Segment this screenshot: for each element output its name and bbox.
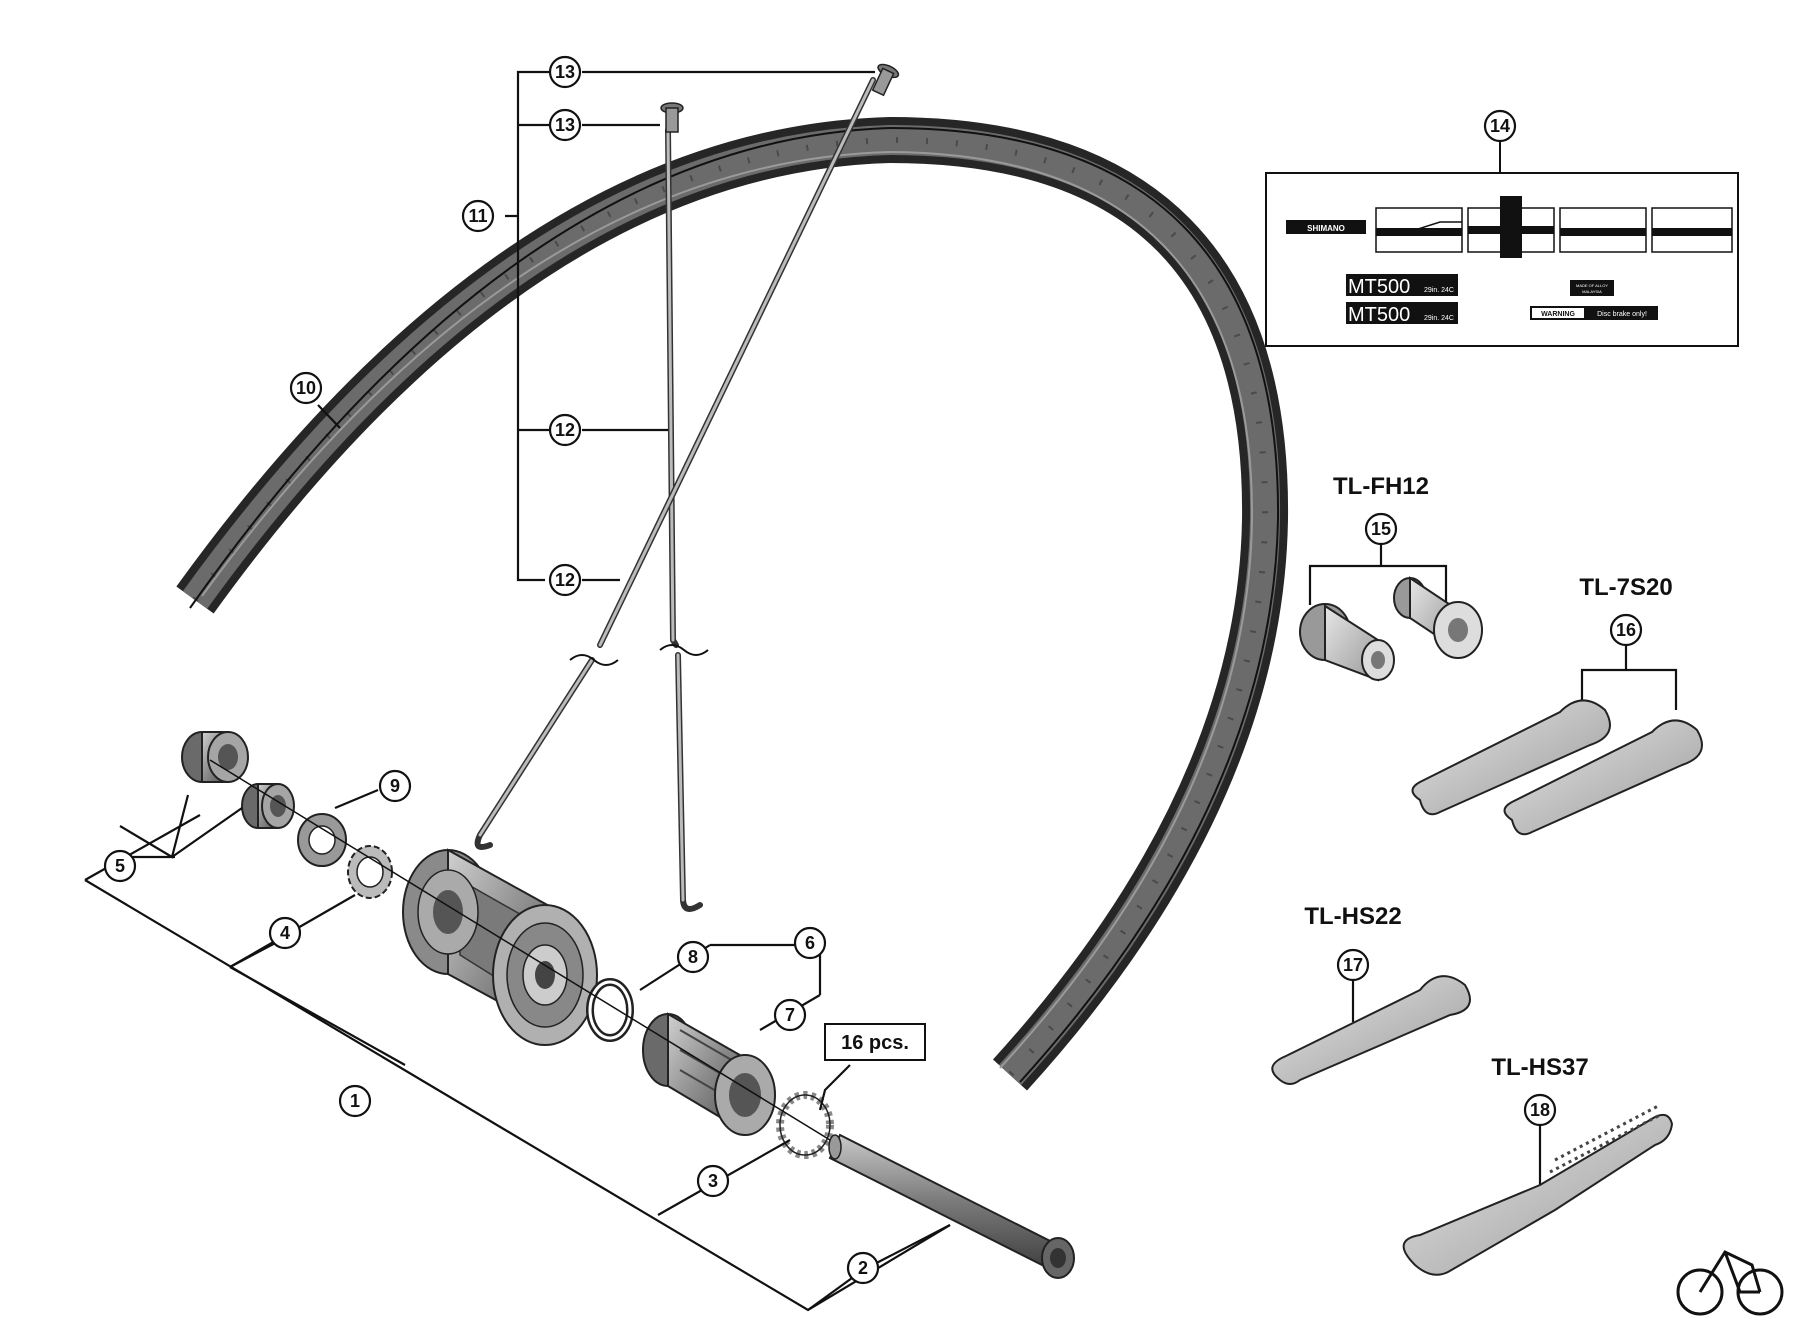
svg-text:7: 7 bbox=[785, 1005, 795, 1025]
svg-text:12: 12 bbox=[555, 420, 575, 440]
lock-ring bbox=[347, 845, 393, 899]
svg-text:29in. 24C: 29in. 24C bbox=[1424, 287, 1454, 294]
bicycle-logo bbox=[1676, 1250, 1784, 1316]
svg-text:16 pcs.: 16 pcs. bbox=[841, 1032, 909, 1054]
svg-text:9: 9 bbox=[390, 776, 400, 796]
callout-2: 2 bbox=[846, 1251, 880, 1285]
nipples bbox=[660, 63, 900, 133]
tool-tl-fh12: TL-FH12 15 bbox=[1299, 473, 1483, 682]
svg-text:17: 17 bbox=[1343, 955, 1363, 975]
callout-17: 17 bbox=[1336, 948, 1370, 982]
callout-12-bottom: 12 bbox=[548, 563, 582, 597]
spokes bbox=[474, 77, 876, 912]
callout-5: 5 bbox=[103, 849, 137, 883]
callout-18: 18 bbox=[1523, 1093, 1557, 1127]
svg-text:13: 13 bbox=[555, 62, 575, 82]
svg-text:15: 15 bbox=[1371, 519, 1391, 539]
svg-text:12: 12 bbox=[555, 570, 575, 590]
svg-text:MT500: MT500 bbox=[1348, 304, 1410, 326]
tool-fh12-right bbox=[1393, 576, 1483, 659]
callout-8: 8 bbox=[676, 940, 710, 974]
svg-text:TL-FH12: TL-FH12 bbox=[1333, 473, 1429, 500]
callout-15: 15 bbox=[1364, 512, 1398, 546]
svg-text:Disc brake only!: Disc brake only! bbox=[1597, 311, 1647, 318]
callout-10: 10 bbox=[289, 371, 323, 405]
leader-lines bbox=[84, 70, 951, 1312]
spacer-ring bbox=[297, 813, 347, 867]
svg-text:18: 18 bbox=[1530, 1100, 1550, 1120]
tool-fh12-left bbox=[1299, 603, 1395, 682]
svg-text:WARNING: WARNING bbox=[1541, 311, 1575, 318]
callout-7: 7 bbox=[773, 998, 807, 1032]
svg-text:10: 10 bbox=[296, 378, 316, 398]
callout-4: 4 bbox=[268, 916, 302, 950]
svg-text:8: 8 bbox=[688, 947, 698, 967]
cone-wrench-2 bbox=[1503, 719, 1703, 836]
svg-text:MALAYSIA: MALAYSIA bbox=[1582, 289, 1602, 294]
svg-text:1: 1 bbox=[350, 1091, 360, 1111]
hub-parts bbox=[181, 731, 1075, 1279]
callout-1: 1 bbox=[338, 1084, 372, 1118]
tool-tl-hs37: TL-HS37 18 bbox=[1402, 1054, 1674, 1276]
rim bbox=[176, 116, 1289, 1091]
svg-text:4: 4 bbox=[280, 923, 290, 943]
ball-bearings bbox=[776, 1091, 834, 1159]
callout-3: 3 bbox=[696, 1164, 730, 1198]
svg-text:TL-HS37: TL-HS37 bbox=[1491, 1054, 1588, 1081]
callout-16: 16 bbox=[1609, 613, 1643, 647]
decal-set: 14 SHIMANO MT500 29in. 24C MT500 29in. 2… bbox=[1265, 109, 1739, 347]
tool-tl-hs22: TL-HS22 17 bbox=[1271, 903, 1471, 1085]
hub-body bbox=[402, 848, 598, 1046]
callout-9: 9 bbox=[378, 769, 412, 803]
svg-text:TL-HS22: TL-HS22 bbox=[1304, 903, 1401, 930]
callout-13-bottom: 13 bbox=[548, 108, 582, 142]
svg-text:TL-7S20: TL-7S20 bbox=[1579, 574, 1672, 601]
callout-12-top: 12 bbox=[548, 413, 582, 447]
svg-text:29in. 24C: 29in. 24C bbox=[1424, 315, 1454, 322]
callout-13-top: 13 bbox=[548, 55, 582, 89]
o-ring bbox=[586, 978, 634, 1042]
axle bbox=[828, 1133, 1075, 1279]
callout-14: 14 bbox=[1483, 109, 1517, 143]
quantity-label: 16 pcs. bbox=[824, 1023, 926, 1061]
svg-text:16: 16 bbox=[1616, 620, 1636, 640]
cone-wrench-1 bbox=[1411, 699, 1611, 816]
callout-6: 6 bbox=[793, 926, 827, 960]
svg-text:6: 6 bbox=[805, 933, 815, 953]
freehub-body bbox=[642, 1012, 776, 1136]
svg-text:5: 5 bbox=[115, 856, 125, 876]
svg-text:14: 14 bbox=[1490, 116, 1510, 136]
end-cap-left bbox=[181, 731, 249, 783]
svg-text:MT500: MT500 bbox=[1348, 276, 1410, 298]
callout-11: 11 bbox=[461, 199, 495, 233]
svg-text:11: 11 bbox=[468, 206, 487, 226]
tool-tl-7s20: TL-7S20 16 bbox=[1411, 574, 1703, 836]
callouts: 13 13 11 12 12 10 9 5 4 1 8 6 7 3 2 bbox=[103, 55, 880, 1285]
svg-text:3: 3 bbox=[708, 1171, 718, 1191]
svg-text:MADE OF ALLOY: MADE OF ALLOY bbox=[1576, 283, 1608, 288]
svg-text:13: 13 bbox=[555, 115, 575, 135]
svg-text:2: 2 bbox=[858, 1258, 868, 1278]
svg-text:SHIMANO: SHIMANO bbox=[1307, 224, 1345, 233]
